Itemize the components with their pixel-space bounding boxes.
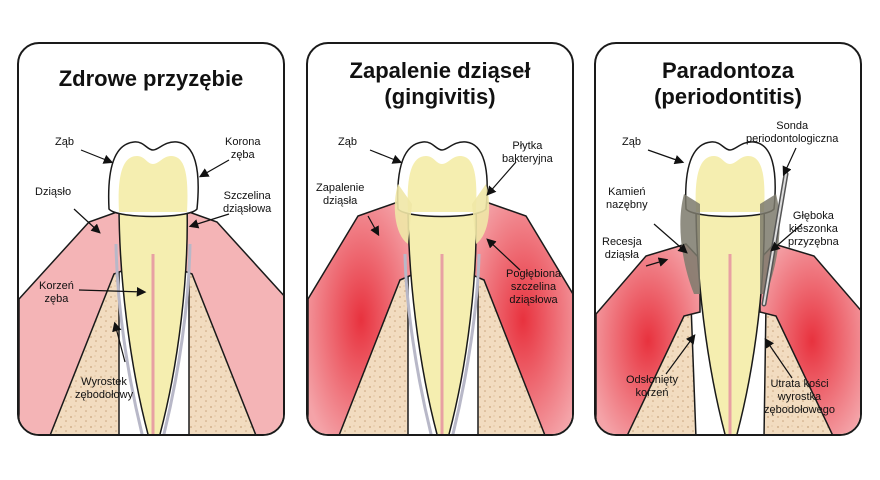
dentin [119, 156, 188, 212]
label-inflamed-gum: Zapalenie dziąsła [316, 182, 364, 208]
label-exposed-root: Odsłonięty korzeń [626, 374, 678, 400]
label-probe: Sonda periodontologiczna [746, 120, 838, 146]
panel-periodontitis: Paradontoza (periodontitis) Ząb Sonda pe… [594, 42, 862, 436]
label-deep-sulcus: Pogłębiona szczelina dziąsłowa [506, 268, 561, 307]
arrow [488, 162, 516, 194]
label-tooth: Ząb [622, 136, 641, 149]
label-tooth: Ząb [338, 136, 357, 149]
label-crown: Korona zęba [225, 136, 260, 162]
dentin [696, 156, 765, 212]
label-plaque: Płytka bakteryjna [502, 140, 553, 166]
arrow [201, 160, 229, 176]
healthy-tooth-illustration [19, 44, 285, 436]
arrow [648, 150, 682, 162]
label-bone-loss: Utrata kości wyrostka zębodołowego [764, 378, 835, 417]
label-gum: Dziąsło [35, 186, 71, 199]
gingivitis-tooth-illustration [308, 44, 574, 436]
arrow [784, 148, 796, 174]
dentin [408, 156, 477, 212]
panel-healthy: Zdrowe przyzębie Ząb Korona zęba Dziąsło… [17, 42, 285, 436]
label-sulcus: Szczelina dziąsłowa [223, 190, 271, 216]
label-recession: Recesja dziąsła [602, 236, 642, 262]
label-deep-pocket: Głęboka kieszonka przyzębna [788, 210, 839, 249]
label-root: Korzeń zęba [39, 280, 74, 306]
arrow [81, 150, 111, 162]
panel-gingivitis: Zapalenie dziąseł (gingivitis) Ząb Płytk… [306, 42, 574, 436]
label-tooth: Ząb [55, 136, 74, 149]
label-tartar: Kamień nazębny [606, 186, 648, 212]
label-alveolar: Wyrostek zębodołowy [75, 376, 133, 402]
arrow [370, 150, 400, 162]
